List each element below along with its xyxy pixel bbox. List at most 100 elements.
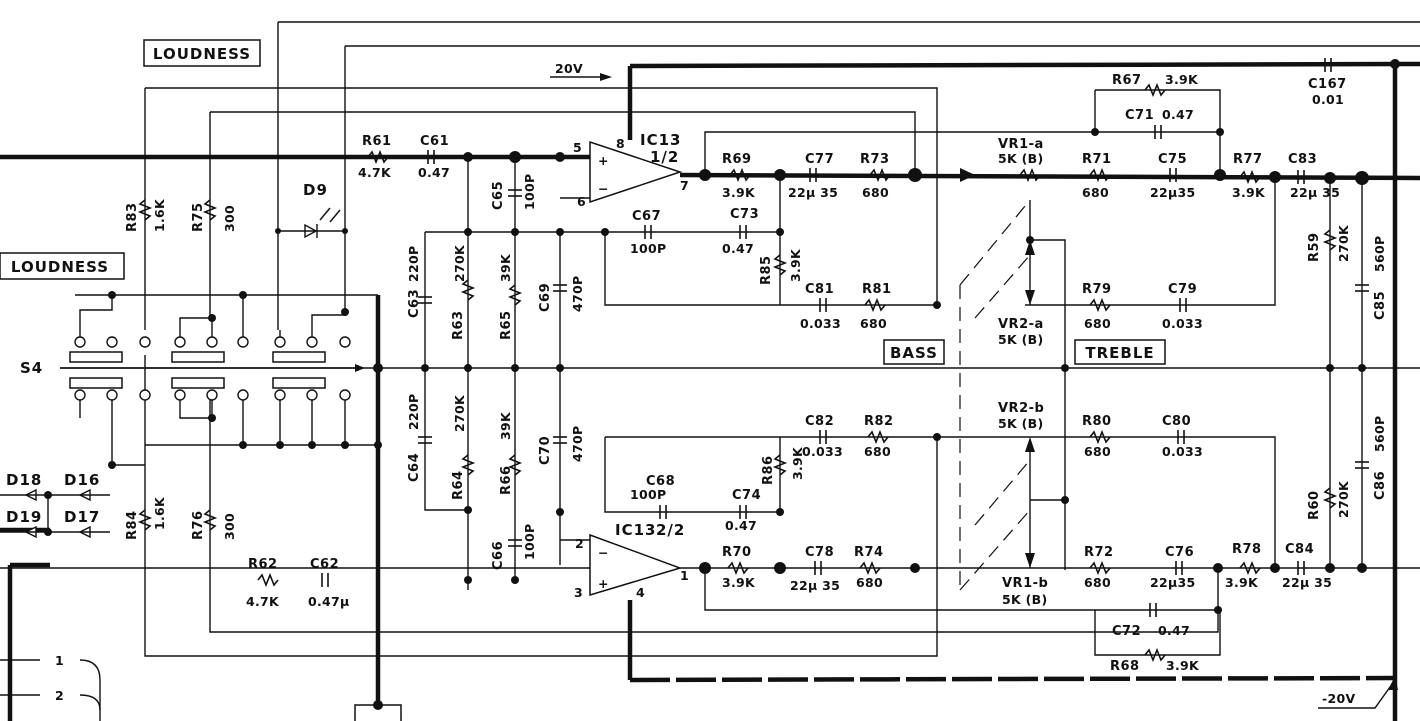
opamp-ic13-bottom: − + <box>589 533 683 597</box>
diodes <box>0 207 345 539</box>
bass-tag: BASS <box>883 339 945 365</box>
svg-text:R66: R66 <box>499 465 514 495</box>
svg-text:C62: C62 <box>310 557 339 572</box>
r75-value: 300 <box>222 205 237 232</box>
r73-value: 680 <box>862 185 889 200</box>
r67-value: 3.9K <box>1165 72 1199 87</box>
svg-text:R67: R67 <box>1112 73 1142 88</box>
c82-value: 0.033 <box>802 444 843 459</box>
svg-text:R59: R59 <box>1307 232 1322 262</box>
c74-value: 0.47 <box>725 518 757 533</box>
svg-text:C167: C167 <box>1308 77 1347 92</box>
c167-value: 0.01 <box>1312 92 1344 107</box>
svg-text:VR1-b: VR1-b <box>1002 576 1048 591</box>
svg-text:C80: C80 <box>1162 414 1191 429</box>
svg-text:C74: C74 <box>732 488 761 503</box>
c70-value: 470P <box>570 426 585 462</box>
vr1b-value: 5K (B) <box>1002 592 1048 607</box>
r78-value: 3.9K <box>1225 575 1259 590</box>
svg-text:R84: R84 <box>125 510 140 540</box>
svg-text:R73: R73 <box>860 152 890 167</box>
c80-value: 0.033 <box>1162 444 1203 459</box>
c66-value: 100P <box>522 524 537 560</box>
svg-text:C78: C78 <box>805 545 834 560</box>
svg-text:C75: C75 <box>1158 152 1187 167</box>
r60-value: 270K <box>1336 480 1351 518</box>
supply-neg: -20V <box>1318 676 1398 709</box>
diode-d18-label: D18 <box>6 471 42 489</box>
r71-value: 680 <box>1082 185 1109 200</box>
switch-s4 <box>60 294 378 466</box>
svg-text:C63: C63 <box>407 289 422 318</box>
c63-value: 220P <box>406 246 421 282</box>
svg-text:−: − <box>598 545 609 560</box>
svg-text:C81: C81 <box>805 282 834 297</box>
r76-value: 300 <box>222 513 237 540</box>
c71-value: 0.47 <box>1162 107 1194 122</box>
svg-text:R80: R80 <box>1082 414 1112 429</box>
c72-value: 0.47 <box>1158 623 1190 638</box>
svg-text:R68: R68 <box>1110 659 1140 674</box>
supply-pos: 20V <box>550 61 612 81</box>
svg-text:C66: C66 <box>491 541 506 570</box>
svg-text:C82: C82 <box>805 414 834 429</box>
svg-text:R82: R82 <box>864 414 894 429</box>
c76-value: 22μ35 <box>1150 575 1196 590</box>
svg-text:C84: C84 <box>1285 542 1314 557</box>
ic13-top-pin-5: 5 <box>573 140 582 155</box>
r74-value: 680 <box>856 575 883 590</box>
r85-value: 3.9K <box>788 248 803 282</box>
switch-label: S4 <box>20 359 43 377</box>
svg-text:R69: R69 <box>722 152 752 167</box>
ic13-bottom-pin-4: 4 <box>636 585 645 600</box>
svg-text:+: + <box>598 576 609 591</box>
r69-value: 3.9K <box>722 185 756 200</box>
r82-value: 680 <box>864 444 891 459</box>
r79-value: 680 <box>1084 316 1111 331</box>
c78-value: 22μ 35 <box>790 578 840 593</box>
svg-text:R71: R71 <box>1082 152 1112 167</box>
diode-d19-label: D19 <box>6 508 42 526</box>
ic13-bottom-pin-1: 1 <box>680 568 689 583</box>
c61-value: 0.47 <box>418 165 450 180</box>
supply-neg-label: -20V <box>1322 691 1355 706</box>
component-labels: R61 4.7K C61 0.47 R69 3.9K C77 22μ 35 R7… <box>125 72 1388 674</box>
svg-text:VR2-a: VR2-a <box>998 317 1044 332</box>
r63-value: 270K <box>452 244 467 282</box>
c62-value: 0.47μ <box>308 594 350 609</box>
c69-value: 470P <box>570 276 585 312</box>
svg-text:R63: R63 <box>451 310 466 340</box>
diode-d9-label: D9 <box>303 181 328 199</box>
junctions <box>44 59 1400 710</box>
r77-value: 3.9K <box>1232 185 1266 200</box>
supply-pos-label: 20V <box>555 61 583 76</box>
ic13-top-pin-6: 6 <box>577 194 586 209</box>
svg-text:C83: C83 <box>1288 152 1317 167</box>
svg-text:R65: R65 <box>499 310 514 340</box>
r83-value: 1.6K <box>152 198 167 232</box>
treble-tag-text: TREBLE <box>1085 344 1154 362</box>
svg-text:R85: R85 <box>759 255 774 285</box>
c85-value: 560P <box>1372 236 1387 272</box>
c68-value: 100P <box>630 487 666 502</box>
svg-text:C73: C73 <box>730 207 759 222</box>
svg-text:R75: R75 <box>191 202 206 232</box>
r70-value: 3.9K <box>722 575 756 590</box>
r64-value: 270K <box>452 394 467 432</box>
svg-text:C86: C86 <box>1373 471 1388 500</box>
svg-text:C65: C65 <box>491 181 506 210</box>
c86-value: 560P <box>1372 416 1387 452</box>
vr2b-value: 5K (B) <box>998 416 1044 431</box>
svg-text:C68: C68 <box>646 474 675 489</box>
svg-text:C71: C71 <box>1125 108 1154 123</box>
r59-value: 270K <box>1336 224 1351 262</box>
potentiometer-gang <box>959 168 1035 591</box>
svg-text:C77: C77 <box>805 152 834 167</box>
r72-value: 680 <box>1084 575 1111 590</box>
r84-value: 1.6K <box>152 496 167 530</box>
connector-pin-2: 2 <box>55 688 64 703</box>
c83-value: 22μ 35 <box>1290 185 1340 200</box>
ic13-bottom-pin-2: 2 <box>575 536 584 551</box>
svg-text:C76: C76 <box>1165 545 1194 560</box>
